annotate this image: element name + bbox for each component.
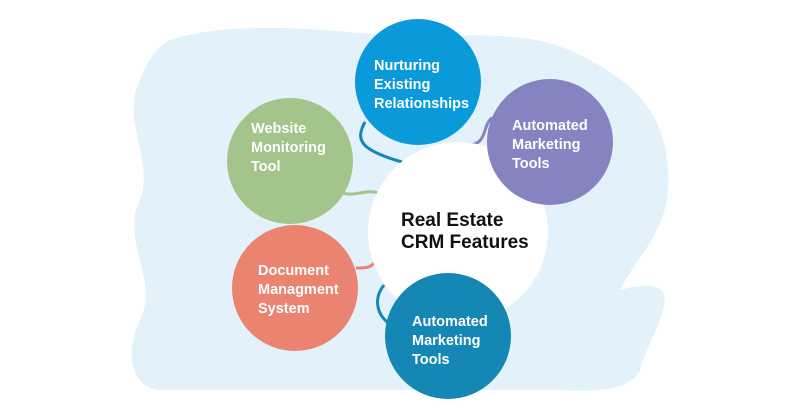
node-label-automated-marketing-top: Automated Marketing Tools xyxy=(512,118,588,172)
center-title: Real Estate CRM Features xyxy=(401,210,529,253)
node-circle-nurturing xyxy=(355,19,481,145)
node-label-website-monitoring: Website Monitoring Tool xyxy=(251,121,326,175)
node-circle-automated-marketing-top xyxy=(487,79,613,205)
node-circle-automated-marketing-bottom xyxy=(385,273,511,399)
connector-document xyxy=(355,261,376,270)
node-circle-document-management xyxy=(232,225,358,351)
connector-nurturing xyxy=(359,121,403,164)
node-label-automated-marketing-bottom: Automated Marketing Tools xyxy=(412,314,488,368)
node-label-document-management: Document Managment System xyxy=(258,263,339,317)
center-circle xyxy=(368,142,548,322)
node-label-nurturing: Nurturing Existing Relationships xyxy=(374,58,470,112)
node-circle-website-monitoring xyxy=(227,98,353,224)
